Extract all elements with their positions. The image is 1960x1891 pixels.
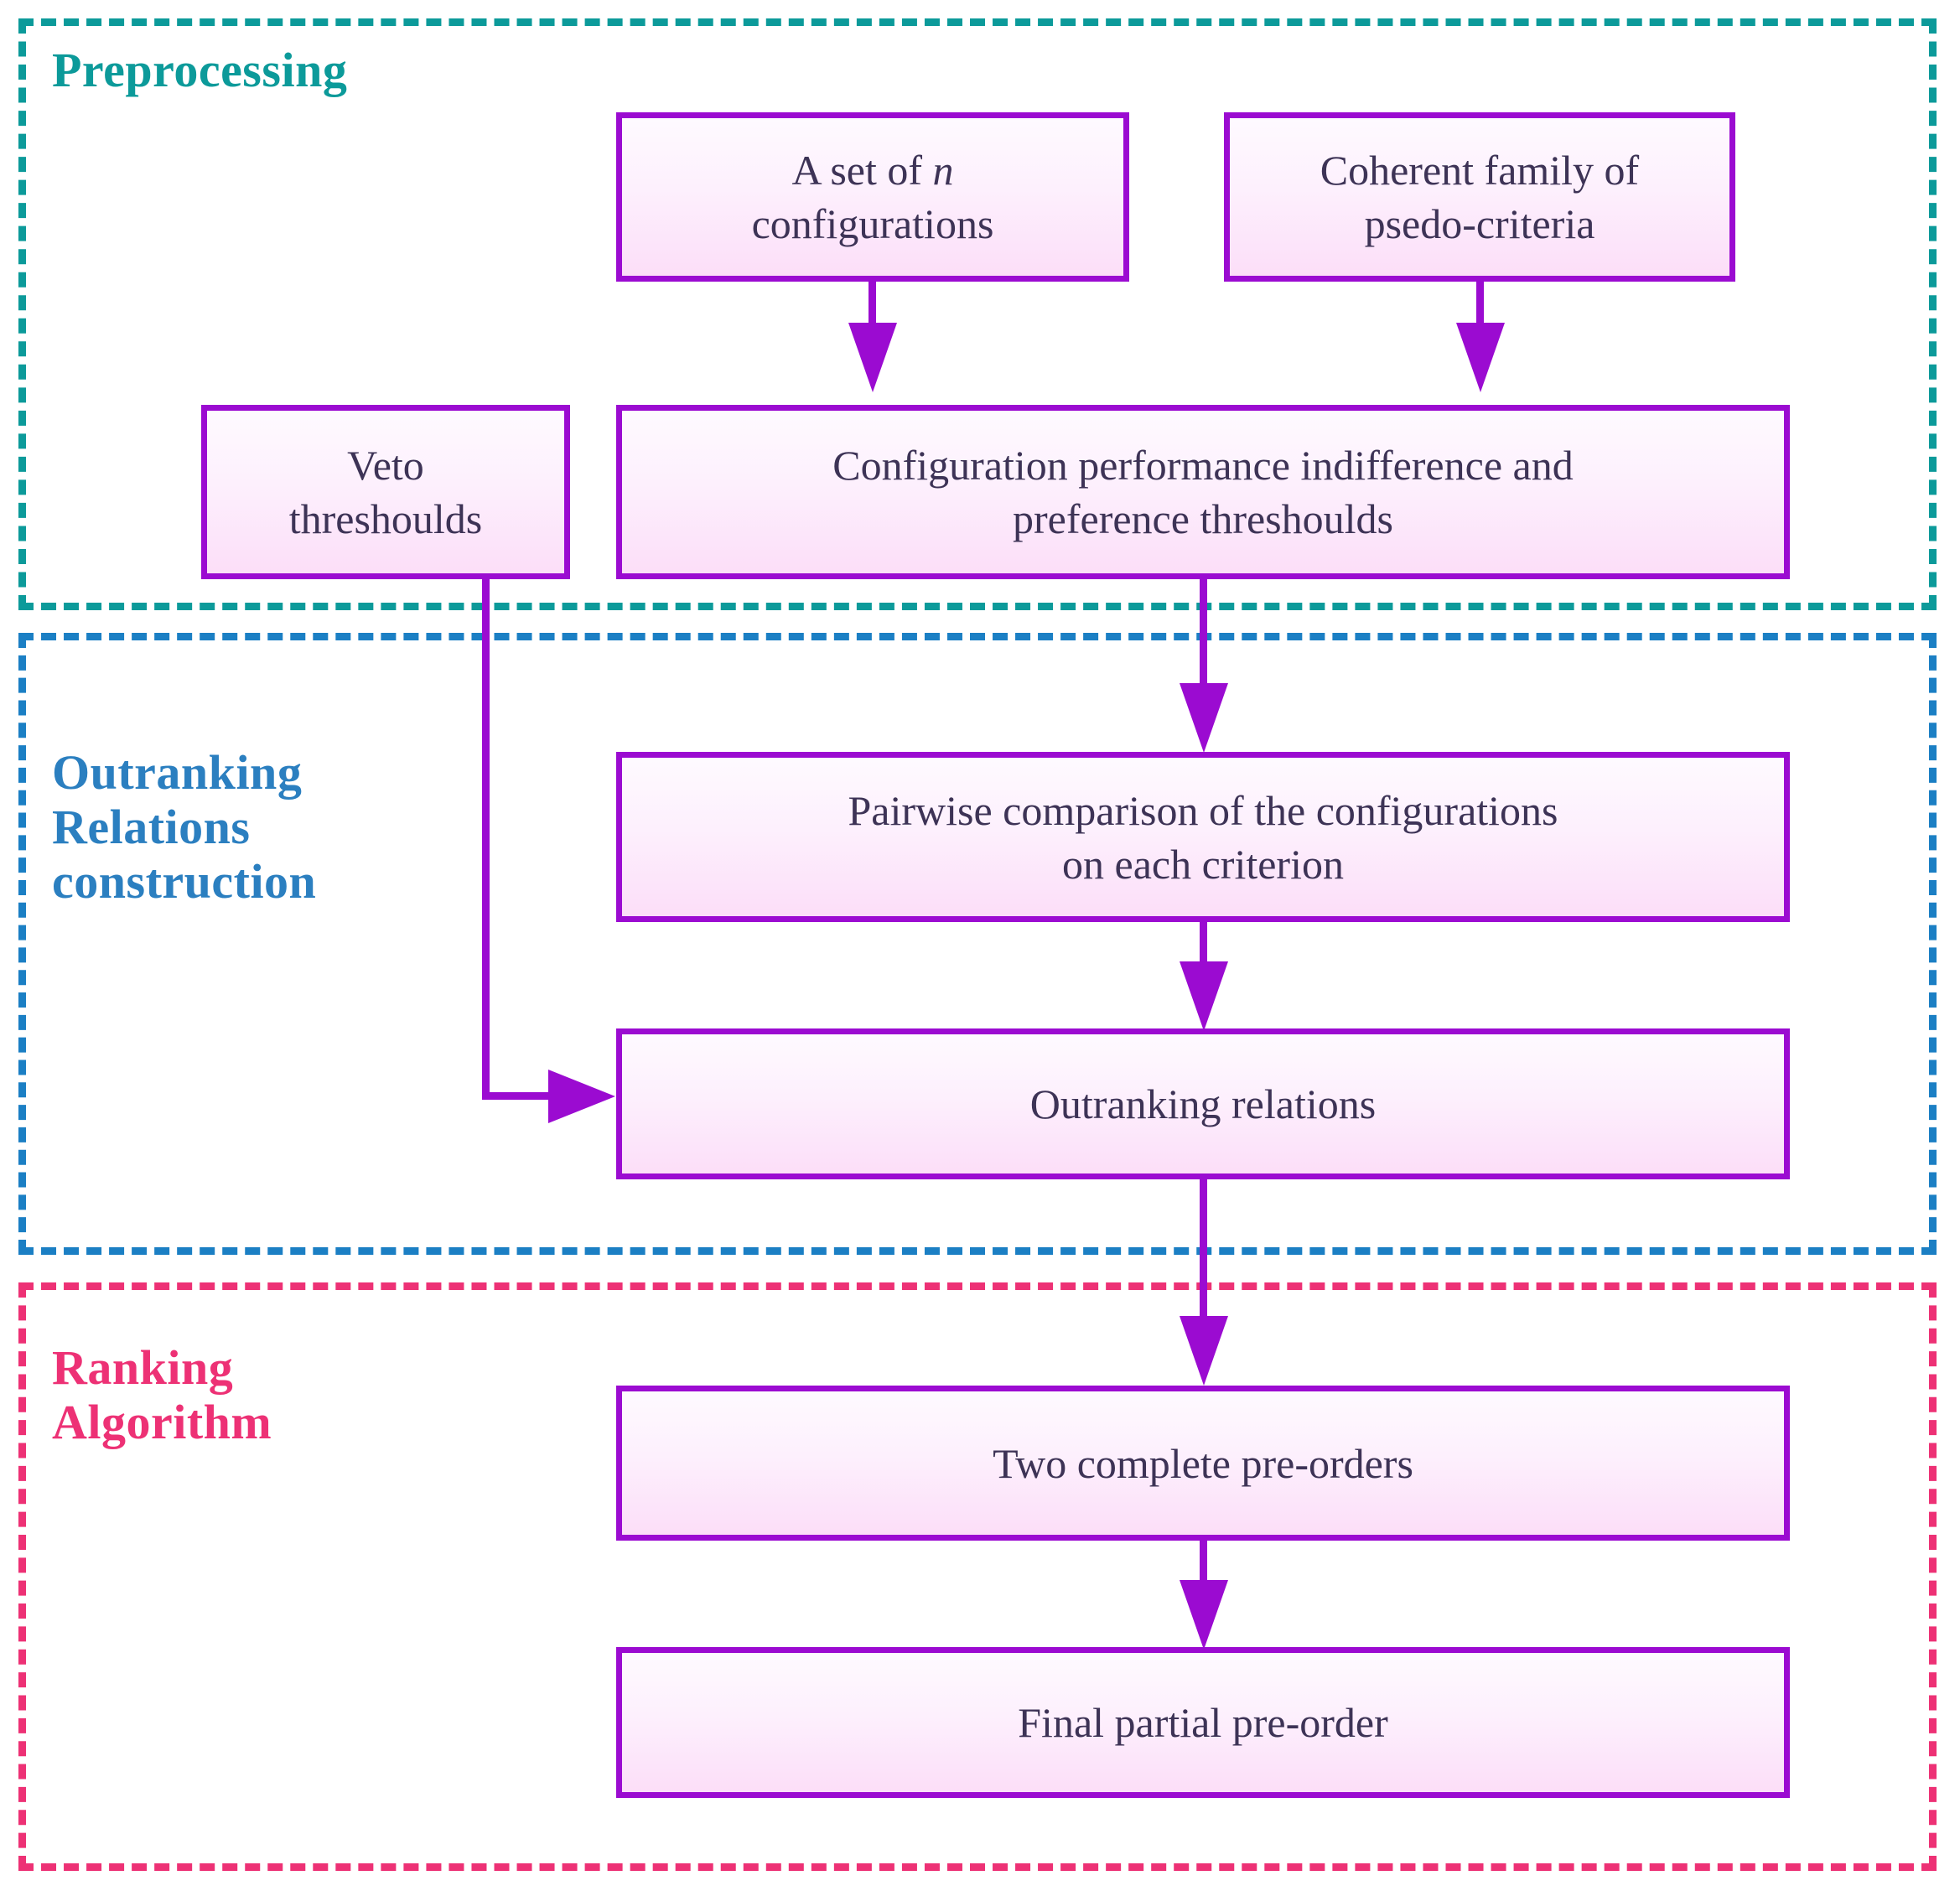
- section-title-ranking: Ranking Algorithm: [52, 1340, 272, 1449]
- section-frame-outranking: [18, 633, 1937, 1255]
- node-label: Configuration performance indifference a…: [832, 442, 1574, 542]
- arrow-right-icon-veto-to-outranking: [548, 1070, 615, 1123]
- node-label: Veto threshoulds: [288, 442, 483, 542]
- section-frame-preprocessing: [18, 18, 1937, 610]
- connector-veto-to-outranking-horizontal: [482, 1092, 556, 1100]
- connector-criteria-to-thresholds-line: [1476, 282, 1484, 325]
- node-configuration-performance-thresholds[interactable]: Configuration performance indifference a…: [616, 405, 1790, 579]
- arrow-down-icon-preorders-to-final: [1180, 1580, 1228, 1650]
- node-two-complete-pre-orders[interactable]: Two complete pre-orders: [616, 1386, 1790, 1541]
- connector-outranking-to-preorders-line: [1200, 1179, 1207, 1335]
- section-title-preprocessing: Preprocessing: [52, 43, 348, 97]
- node-label: Pairwise comparison of the configuration…: [848, 786, 1558, 888]
- node-label: Final partial pre-order: [1018, 1699, 1388, 1746]
- node-outranking-relations[interactable]: Outranking relations: [616, 1028, 1790, 1179]
- node-label: Coherent family of psedo-criteria: [1320, 147, 1640, 247]
- section-frame-ranking: [18, 1282, 1937, 1871]
- connector-pairwise-to-outranking-line: [1200, 922, 1207, 966]
- connector-preorders-to-final-line: [1200, 1541, 1207, 1584]
- node-label: Two complete pre-orders: [993, 1439, 1413, 1487]
- section-title-outranking: Outranking Relations construction: [52, 745, 317, 909]
- arrow-down-icon-outranking-to-preorders: [1180, 1316, 1228, 1386]
- node-pairwise-comparison[interactable]: Pairwise comparison of the configuration…: [616, 752, 1790, 922]
- node-veto-threshoulds[interactable]: Veto threshoulds: [201, 405, 570, 579]
- connector-thresholds-to-pairwise-line: [1200, 579, 1207, 687]
- node-label: Outranking relations: [1029, 1080, 1377, 1127]
- arrow-down-icon-thresholds-to-pairwise: [1180, 683, 1228, 753]
- arrow-down-icon-configs-to-thresholds: [848, 323, 897, 392]
- connector-configs-to-thresholds-line: [869, 282, 876, 325]
- arrow-down-icon-pairwise-to-outranking: [1180, 961, 1228, 1031]
- arrow-down-icon-criteria-to-thresholds: [1456, 323, 1505, 392]
- node-final-partial-pre-order[interactable]: Final partial pre-order: [616, 1647, 1790, 1798]
- node-coherent-family-of-psedo-criteria[interactable]: Coherent family of psedo-criteria: [1224, 112, 1735, 282]
- connector-veto-to-outranking-vertical: [482, 579, 490, 1100]
